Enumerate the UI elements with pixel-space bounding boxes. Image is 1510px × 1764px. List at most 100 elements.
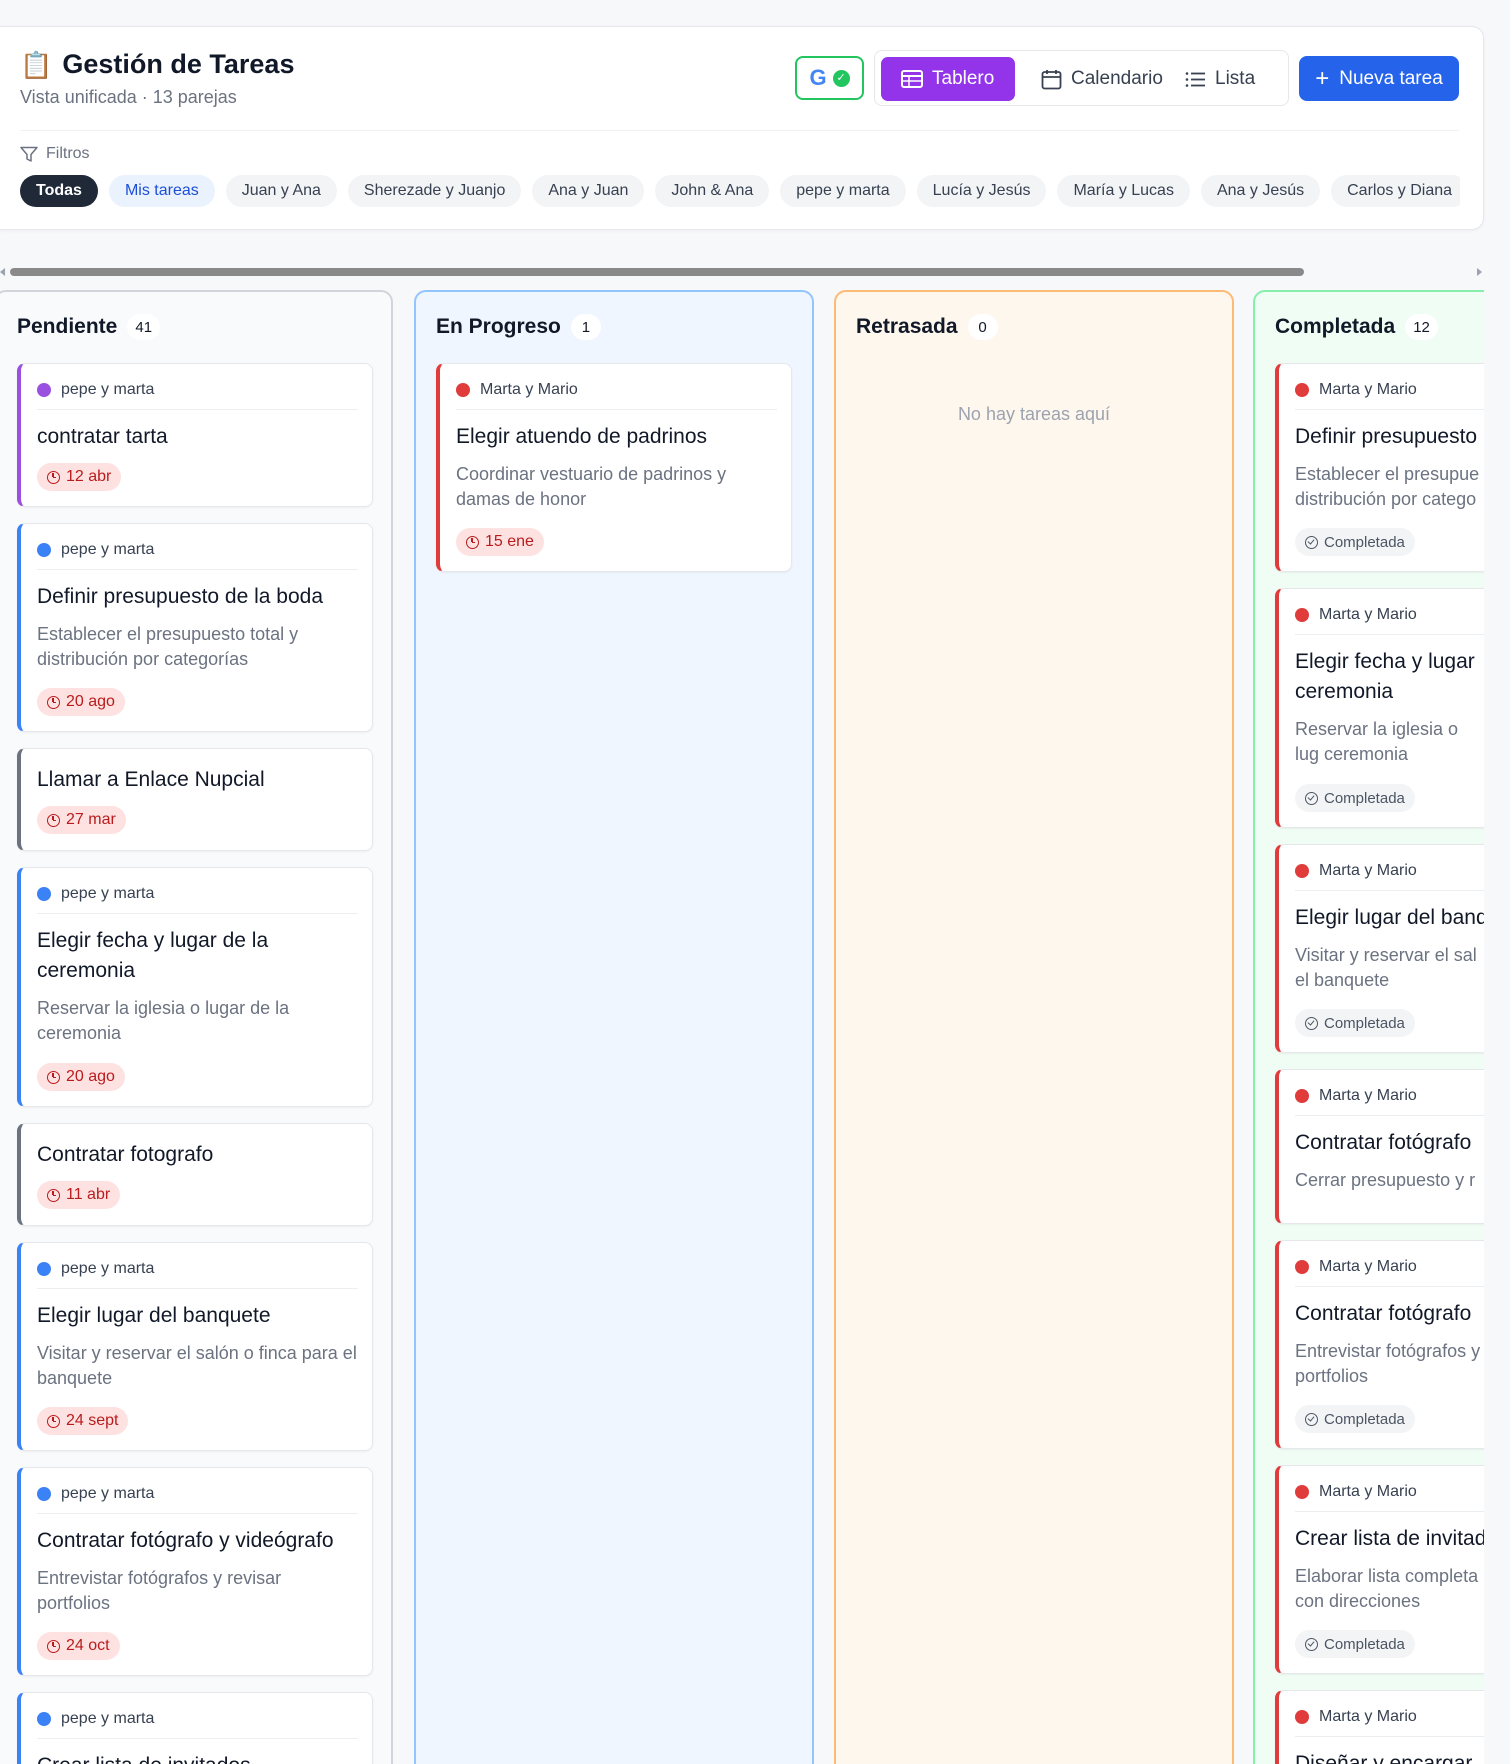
chip-couple[interactable]: Lucía y Jesús xyxy=(916,175,1047,207)
couple-dot xyxy=(1295,1089,1309,1103)
chip-couple[interactable]: Sherezade y Juanjo xyxy=(347,175,522,207)
status-label: Completada xyxy=(1324,789,1405,807)
couple-dot xyxy=(1295,608,1309,622)
column-count: 41 xyxy=(127,314,161,340)
chip-couple[interactable]: Carlos y Diana xyxy=(1331,175,1460,207)
card-title: Elegir lugar del banquete xyxy=(37,1304,271,1327)
card-title: Definir presupuesto de la boda xyxy=(37,585,324,608)
card-couple: pepe y marta xyxy=(37,381,356,399)
plus-icon: + xyxy=(1315,64,1330,92)
board-scrollbar[interactable] xyxy=(0,266,1484,278)
status-badge: Completada xyxy=(1295,784,1415,812)
new-task-label: Nueva tarea xyxy=(1339,67,1443,89)
view-calendario-label: Calendario xyxy=(1071,68,1163,89)
chip-couple[interactable]: Ana y Juan xyxy=(532,175,645,207)
task-card[interactable]: Marta y Mario Elegir lugar del banq Visi… xyxy=(1275,844,1484,1053)
task-card[interactable]: pepe y marta Definir presupuesto de la b… xyxy=(17,523,373,732)
clock-icon xyxy=(47,813,60,827)
task-card[interactable]: Marta y Mario Contratar fotógrafo Entrev… xyxy=(1275,1240,1484,1449)
due-date-badge: 15 ene xyxy=(456,528,544,556)
card-title: Contratar fotógrafo xyxy=(1295,1131,1472,1154)
check-circle-icon xyxy=(1305,1637,1318,1651)
task-card[interactable]: Llamar a Enlace Nupcial 27 mar xyxy=(17,748,373,851)
scroll-left-icon[interactable] xyxy=(0,268,5,276)
task-card[interactable]: pepe y marta Contratar fotógrafo y videó… xyxy=(17,1467,373,1676)
couple-name: Marta y Mario xyxy=(1319,1708,1417,1725)
card-couple: Marta y Mario xyxy=(456,381,775,399)
status-badge: Completada xyxy=(1295,528,1415,556)
scroll-right-icon[interactable] xyxy=(1477,268,1482,276)
card-title: Elegir atuendo de padrinos xyxy=(456,425,708,448)
card-title: Elegir fecha y lugar de la ceremonia xyxy=(37,929,269,982)
status-badge: Completada xyxy=(1295,1405,1415,1433)
column-count: 12 xyxy=(1405,314,1438,340)
task-card[interactable]: Marta y Mario Crear lista de invitad Ela… xyxy=(1275,1465,1484,1674)
card-description: Elaborar lista completa con direcciones xyxy=(1295,1566,1479,1611)
kanban-board: Pendiente 41 pepe y marta contratar tart… xyxy=(0,290,1484,1764)
couple-dot xyxy=(37,887,51,901)
couple-name: Marta y Mario xyxy=(1319,862,1417,879)
couple-dot xyxy=(37,1262,51,1276)
task-card[interactable]: Marta y Mario Elegir atuendo de padrinos… xyxy=(436,363,792,572)
filter-icon xyxy=(20,146,38,162)
task-card[interactable]: pepe y marta contratar tarta 12 abr xyxy=(17,363,373,507)
view-calendario-button[interactable]: Calendario xyxy=(1021,57,1183,101)
couple-dot xyxy=(1295,864,1309,878)
task-card[interactable]: pepe y marta Crear lista de invitados xyxy=(17,1692,373,1764)
view-lista-button[interactable]: Lista xyxy=(1165,57,1275,101)
card-description: Entrevistar fotógrafos y portfolios xyxy=(1295,1341,1481,1386)
status-label: Completada xyxy=(1324,533,1405,551)
new-task-button[interactable]: + Nueva tarea xyxy=(1299,56,1459,101)
couple-dot xyxy=(1295,1260,1309,1274)
chip-couple[interactable]: Ana y Jesús xyxy=(1200,175,1321,207)
chip-couple[interactable]: María y Lucas xyxy=(1057,175,1190,207)
google-sync-button[interactable]: G ✓ xyxy=(795,56,864,100)
card-description: Reservar la iglesia o lug ceremonia xyxy=(1295,719,1459,764)
task-card[interactable]: pepe y marta Elegir lugar del banquete V… xyxy=(17,1242,373,1451)
card-title: Contratar fotógrafo y videógrafo xyxy=(37,1529,334,1552)
chip-couple[interactable]: Juan y Ana xyxy=(225,175,337,207)
couple-dot xyxy=(456,383,470,397)
couple-name: pepe y marta xyxy=(61,1485,155,1502)
check-icon: ✓ xyxy=(832,69,850,87)
couple-name: Marta y Mario xyxy=(1319,606,1417,623)
column-header: Completada 12 xyxy=(1275,314,1438,340)
column-header: Retrasada 0 xyxy=(856,314,998,340)
card-couple: Marta y Mario xyxy=(1295,1258,1484,1276)
clock-icon xyxy=(47,1070,60,1084)
task-card[interactable]: Contratar fotografo 11 abr xyxy=(17,1123,373,1226)
column-en-progreso: En Progreso 1 Marta y Mario Elegir atuen… xyxy=(414,290,814,1764)
chip-couple[interactable]: pepe y marta xyxy=(780,175,906,207)
card-divider xyxy=(37,569,358,570)
couple-name: pepe y marta xyxy=(61,1710,155,1727)
card-couple: pepe y marta xyxy=(37,885,356,903)
due-date: 20 ago xyxy=(66,1068,115,1085)
due-date-badge: 20 ago xyxy=(37,1063,125,1091)
card-divider xyxy=(37,1738,358,1739)
status-badge: Completada xyxy=(1295,1009,1415,1037)
chip-mis-tareas[interactable]: Mis tareas xyxy=(108,175,215,207)
check-circle-icon xyxy=(1305,1412,1318,1426)
due-date-badge: 12 abr xyxy=(37,463,122,491)
card-divider xyxy=(37,1288,358,1289)
card-title: Contratar fotografo xyxy=(37,1143,214,1166)
scrollbar-thumb[interactable] xyxy=(10,268,1304,276)
clock-icon xyxy=(47,470,60,484)
task-card[interactable]: Marta y Mario Diseñar y encargar xyxy=(1275,1690,1484,1764)
task-card[interactable]: Marta y Mario Elegir fecha y lugar cerem… xyxy=(1275,588,1484,828)
column-title: Completada xyxy=(1275,315,1396,338)
task-card[interactable]: pepe y marta Elegir fecha y lugar de la … xyxy=(17,867,373,1107)
card-couple: pepe y marta xyxy=(37,541,356,559)
chip-couple[interactable]: John & Ana xyxy=(655,175,770,207)
filters-label: Filtros xyxy=(20,145,90,163)
due-date-badge: 27 mar xyxy=(37,806,126,834)
task-card[interactable]: Marta y Mario Contratar fotógrafo Cerrar… xyxy=(1275,1069,1484,1224)
card-divider xyxy=(1295,1736,1484,1737)
card-divider xyxy=(1295,1286,1484,1287)
due-date: 15 ene xyxy=(485,533,534,550)
page-subtitle: Vista unificada · 13 parejas xyxy=(20,87,237,107)
chip-todas[interactable]: Todas xyxy=(20,175,98,207)
view-tablero-button[interactable]: Tablero xyxy=(881,57,1015,101)
task-card[interactable]: Marta y Mario Definir presupuesto Establ… xyxy=(1275,363,1484,572)
card-couple: Marta y Mario xyxy=(1295,1087,1484,1105)
